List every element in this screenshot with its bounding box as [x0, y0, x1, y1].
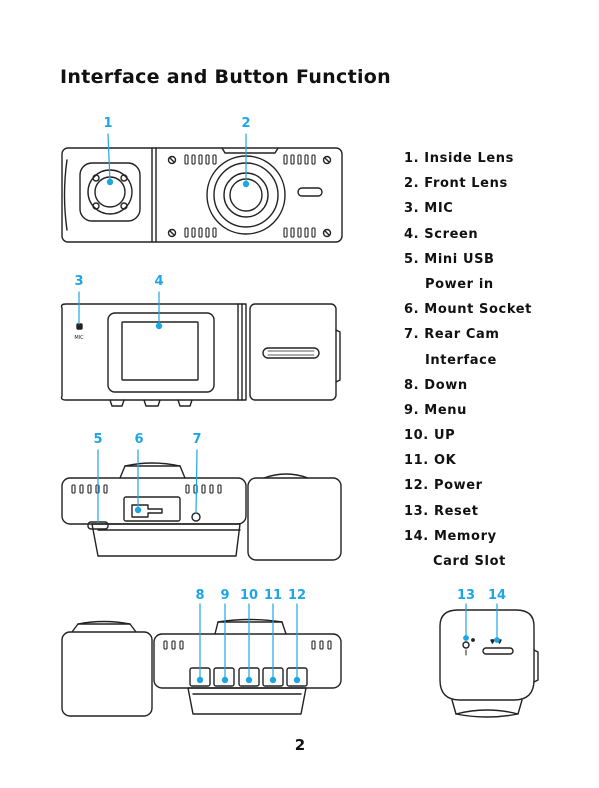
legend-item: 14. Memory [404, 524, 532, 549]
legend-item: 7. Rear Cam [404, 322, 532, 347]
function-legend: 1. Inside Lens 2. Front Lens 3. MIC 4. S… [404, 146, 532, 574]
mic-label: MIC [74, 335, 84, 341]
legend-item-continued: Card Slot [404, 549, 532, 574]
device-front-view [62, 134, 342, 242]
device-bottom-view [62, 604, 341, 716]
device-top-view [62, 450, 341, 560]
legend-item: 13. Reset [404, 499, 532, 524]
page-number: 2 [295, 736, 305, 754]
legend-item: 11. OK [404, 448, 532, 473]
device-back-view: MIC [62, 292, 341, 406]
legend-item: 3. MIC [404, 196, 532, 221]
legend-item: 5. Mini USB [404, 247, 532, 272]
legend-item: 8. Down [404, 373, 532, 398]
legend-item: 6. Mount Socket [404, 297, 532, 322]
device-side-view [440, 604, 538, 717]
legend-item-continued: Interface [404, 348, 532, 373]
legend-item: 9. Menu [404, 398, 532, 423]
legend-item: 10. UP [404, 423, 532, 448]
legend-item: 4. Screen [404, 222, 532, 247]
legend-item: 1. Inside Lens [404, 146, 532, 171]
legend-item: 2. Front Lens [404, 171, 532, 196]
legend-item-continued: Power in [404, 272, 532, 297]
legend-item: 12. Power [404, 473, 532, 498]
